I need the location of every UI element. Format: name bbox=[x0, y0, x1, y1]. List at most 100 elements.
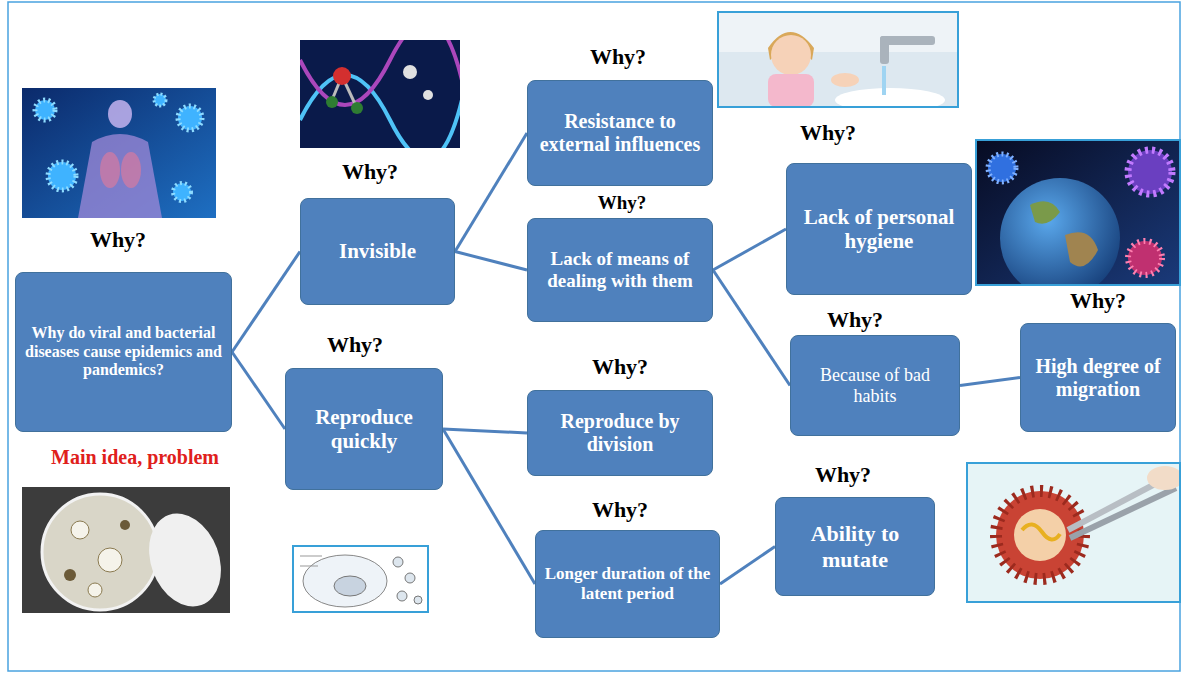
connector-line bbox=[720, 547, 775, 585]
connector-line bbox=[232, 352, 285, 429]
picture-frame bbox=[976, 140, 1180, 285]
virus-particle bbox=[48, 162, 76, 190]
process-box: High degree of migration bbox=[1020, 323, 1176, 432]
atom bbox=[351, 102, 363, 114]
virus-particle bbox=[405, 573, 415, 583]
petri-dish bbox=[42, 494, 158, 610]
virus-particle bbox=[178, 106, 202, 130]
dna-picture bbox=[300, 40, 460, 148]
process-box: Invisible bbox=[300, 198, 455, 305]
process-box: Reproduce quickly bbox=[285, 368, 443, 490]
why-label: Why? bbox=[590, 45, 646, 69]
atom bbox=[403, 65, 417, 79]
page-frame bbox=[8, 2, 1180, 671]
connector-line bbox=[455, 252, 527, 271]
box-text: Invisible bbox=[301, 239, 454, 263]
glove-hand bbox=[1147, 466, 1180, 490]
nucleus bbox=[334, 576, 366, 596]
connector-line bbox=[232, 252, 300, 353]
dna-strand bbox=[300, 60, 460, 148]
process-box: Resistance to external influences bbox=[527, 80, 713, 186]
virus-body-picture bbox=[22, 88, 216, 218]
atom bbox=[326, 96, 338, 108]
wall bbox=[718, 12, 958, 52]
water bbox=[882, 66, 886, 95]
box-text: Reproduce by division bbox=[528, 410, 712, 456]
connector-line bbox=[713, 270, 790, 386]
mutating-virus-picture bbox=[967, 463, 1180, 602]
tweezers bbox=[1070, 488, 1176, 538]
body-lung bbox=[100, 152, 120, 188]
hand-washing-picture bbox=[718, 12, 958, 107]
connector-line bbox=[443, 429, 527, 433]
cell-diagram-picture bbox=[293, 546, 428, 612]
child-face bbox=[771, 35, 811, 75]
cell bbox=[303, 555, 387, 607]
dna-strand bbox=[300, 40, 460, 120]
faucet bbox=[880, 36, 889, 64]
process-box: Because of bad habits bbox=[790, 335, 960, 436]
atom bbox=[423, 90, 433, 100]
atom bbox=[333, 67, 351, 85]
body-lung bbox=[121, 152, 141, 188]
why-label: Why? bbox=[342, 160, 398, 184]
main-idea-label: Main idea, problem bbox=[51, 446, 219, 468]
child-hand bbox=[831, 73, 859, 87]
box-text: Reproduce quickly bbox=[286, 405, 442, 453]
colony bbox=[120, 520, 130, 530]
virus-particle bbox=[393, 557, 403, 567]
virus-particle bbox=[397, 591, 407, 601]
body-head bbox=[108, 100, 132, 128]
virus-particle bbox=[35, 100, 55, 120]
box-text: Resistance to external influences bbox=[528, 110, 712, 156]
picture-ground bbox=[22, 88, 216, 218]
process-box: Lack of means of dealing with them bbox=[527, 218, 713, 322]
virus-particle bbox=[1128, 150, 1172, 194]
earth bbox=[1000, 178, 1120, 285]
box-text: High degree of migration bbox=[1021, 355, 1175, 401]
why-label: Why? bbox=[327, 333, 383, 357]
process-box: Lack of personal hygiene bbox=[786, 163, 972, 295]
colony bbox=[71, 521, 89, 539]
petri-dish-picture bbox=[22, 487, 230, 613]
process-box: Why do viral and bacterial diseases caus… bbox=[15, 272, 232, 432]
connector-line bbox=[455, 133, 527, 252]
virus-particle bbox=[173, 183, 191, 201]
why-label: Why? bbox=[598, 193, 647, 214]
why-label: Why? bbox=[815, 463, 871, 487]
box-text: Lack of means of dealing with them bbox=[528, 248, 712, 292]
why-label: Why? bbox=[90, 228, 146, 252]
colony bbox=[64, 569, 76, 581]
glove-hand bbox=[137, 503, 230, 613]
connector-line bbox=[960, 378, 1020, 386]
virus-particle bbox=[154, 94, 166, 106]
rna-strand bbox=[1022, 524, 1060, 539]
picture-ground bbox=[967, 463, 1180, 602]
continent bbox=[1030, 201, 1060, 223]
colony bbox=[98, 548, 122, 572]
box-text: Lack of personal hygiene bbox=[787, 205, 971, 253]
earth-virus-picture bbox=[976, 140, 1180, 285]
why-label: Why? bbox=[1070, 289, 1126, 313]
leader-line bbox=[300, 556, 322, 557]
body-torso bbox=[78, 134, 162, 218]
why-label: Why? bbox=[592, 355, 648, 379]
process-box: Ability to mutate bbox=[775, 497, 935, 596]
box-text: Ability to mutate bbox=[776, 521, 934, 572]
why-label: Why? bbox=[800, 121, 856, 145]
continent bbox=[1065, 232, 1098, 266]
why-label: Why? bbox=[592, 498, 648, 522]
why-label: Why? bbox=[827, 308, 883, 332]
sink bbox=[835, 88, 945, 107]
virus-particle bbox=[988, 154, 1016, 182]
box-text: Why do viral and bacterial diseases caus… bbox=[16, 324, 231, 379]
picture-frame bbox=[718, 12, 958, 107]
connector-line bbox=[443, 429, 535, 584]
colony bbox=[88, 583, 102, 597]
virus-particle bbox=[414, 596, 422, 604]
leader-line bbox=[300, 566, 318, 567]
child-body bbox=[768, 74, 814, 107]
process-box: Longer duration of the latent period bbox=[535, 530, 720, 638]
